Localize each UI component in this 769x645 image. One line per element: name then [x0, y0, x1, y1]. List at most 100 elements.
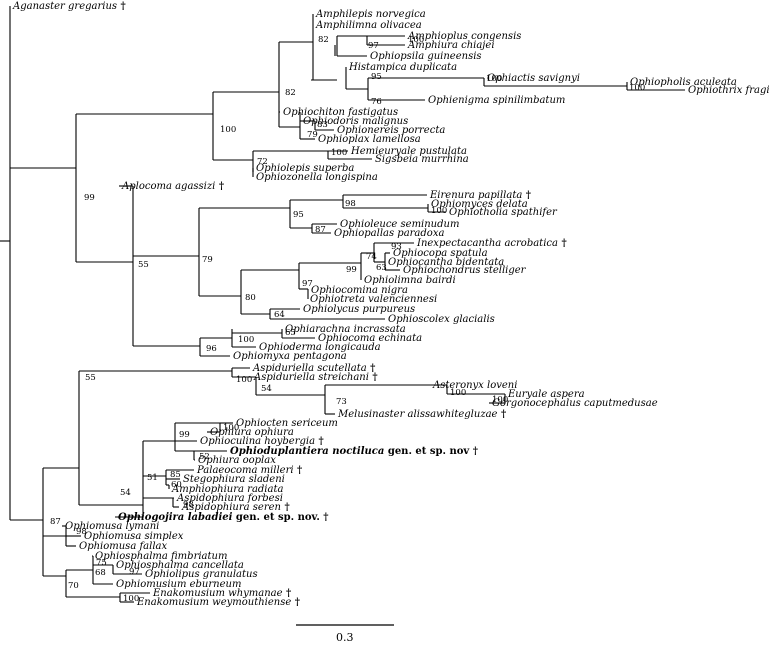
taxon-label-ophiodoris: Ophiodoris malignus: [303, 116, 408, 127]
taxon-label-ophienigma: Ophienigma spinilimbatum: [428, 95, 565, 106]
taxon-name: Histampica duplicata: [348, 62, 457, 73]
extinct-dagger-icon: †: [469, 446, 478, 457]
taxon-name: Ophiochondrus stelliger: [403, 265, 527, 276]
taxon-label-ophiotreta: Ophiotreta valenciennesi: [310, 294, 437, 305]
support-value: 100: [223, 423, 239, 433]
taxon-label-palaeocoma: Palaeocoma milleri †: [196, 465, 302, 476]
taxon-label-ophiolimna: Ophiolimna bairdi: [364, 275, 456, 286]
taxon-name: Ophiotreta valenciennesi: [310, 294, 437, 305]
taxon-label-ophiopsila: Ophiopsila guineensis: [370, 51, 482, 62]
taxon-label-eirenura: Eirenura papillata †: [429, 190, 531, 201]
taxon-label-euryale: Euryale aspera: [507, 389, 585, 400]
support-value: 100: [431, 206, 447, 216]
support-value: 97: [302, 279, 313, 289]
support-value: 55: [85, 373, 96, 383]
taxon-name: Ophiodoris malignus: [303, 116, 408, 127]
taxon-name: Ophioderma longicauda: [259, 342, 381, 353]
support-value: 98: [183, 500, 194, 510]
taxon-label-ophiopholis: Ophiopholis aculeata: [630, 77, 737, 88]
taxon-name: Eirenura papillata: [429, 190, 522, 201]
support-value: 79: [307, 130, 318, 140]
taxon-label-ophiocoma: Ophiocoma echinata: [318, 333, 422, 344]
taxon-label-ophiolycus: Ophiolycus purpureus: [303, 304, 415, 315]
taxon-name: Ophiocoma echinata: [318, 333, 422, 344]
taxon-label-aganaster: Aganaster gregarius †: [12, 1, 126, 12]
taxon-label-ophiogojira: Ophiogojira labadiei gen. et sp. nov. †: [118, 512, 329, 523]
taxon-name: Ophionereis porrecta: [337, 125, 445, 136]
support-value: 99: [84, 193, 95, 203]
taxon-name: Ophiomusa fallax: [79, 541, 167, 552]
support-value: 70: [68, 581, 79, 591]
taxon-label-ophioduplantiera: Ophioduplantiera noctiluca gen. et sp. n…: [230, 446, 478, 457]
support-value: 82: [285, 88, 296, 98]
taxon-label-inexpectacantha: Inexpectacantha acrobatica †: [416, 238, 567, 249]
taxon-name: Ophiopallas paradoxa: [334, 228, 444, 239]
taxon-label-ophiomyces: Ophiomyces delata: [431, 199, 528, 210]
taxon-label-ophiotholia: Ophiotholia spathifer: [449, 207, 558, 218]
taxon-label-ophiochondrus: Ophiochondrus stelliger: [403, 265, 527, 276]
support-value: 97: [368, 41, 379, 51]
support-value: 72: [257, 157, 268, 167]
extinct-dagger-icon: †: [281, 502, 290, 513]
support-value: 54: [261, 384, 272, 394]
support-value: 54: [120, 488, 131, 498]
taxon-name: Stegophiura sladeni: [183, 474, 285, 485]
support-value: 100: [220, 125, 236, 135]
support-value: 100: [236, 375, 252, 385]
taxon-name: Ophioduplantiera noctiluca: [230, 446, 384, 457]
taxon-name: Ophiomusa simplex: [84, 531, 184, 542]
support-value: 100: [629, 83, 645, 93]
taxon-label-amphiura_chiajei: Amphiura chiajei: [407, 40, 495, 51]
taxon-label-ophiarachna: Ophiarachna incrassata: [285, 324, 406, 335]
taxon-label-ophioleuce: Ophioleuce seminudum: [340, 219, 459, 230]
support-value: 64: [274, 310, 285, 320]
taxon-name: Ophiolycus purpureus: [303, 304, 415, 315]
taxon-name: Enakomusium whymanae: [152, 588, 283, 599]
support-value: 100: [238, 335, 254, 345]
taxon-name: Amphiura chiajei: [407, 40, 495, 51]
support-value: 52: [199, 452, 210, 462]
taxon-label-sigsbeia: Sigsbeia murrhina: [375, 154, 469, 165]
support-value: 63: [376, 263, 387, 273]
taxon-label-ophiopallas: Ophiopallas paradoxa: [334, 228, 444, 239]
taxon-label-ophiura_oo: Ophiura ooplax: [198, 455, 276, 466]
extinct-dagger-icon: †: [522, 190, 531, 201]
taxon-label-enakomusium_we: Enakomusium weymouthiense †: [136, 597, 300, 608]
support-value: 83: [317, 120, 328, 130]
taxon-label-ophiactis: Ophiactis savignyi: [487, 73, 580, 84]
taxon-name: Ophiomusium eburneum: [116, 579, 241, 590]
support-value: 100: [450, 388, 466, 398]
scale-bar: 0.3: [296, 624, 394, 644]
taxon-label-enakomusium_wh: Enakomusium whymanae †: [152, 588, 291, 599]
taxon-label-ophiomusa_l: Ophiomusa lymani: [65, 521, 159, 532]
taxon-label-ophiomusa_f: Ophiomusa fallax: [79, 541, 167, 552]
support-value: 85: [170, 470, 181, 480]
support-value: 100: [331, 148, 347, 158]
taxon-label-ophioplax: Ophioplax lamellosa: [318, 134, 421, 145]
taxon-name: Sigsbeia murrhina: [375, 154, 469, 165]
extinct-dagger-icon: †: [291, 597, 300, 608]
taxon-name: Amphilimna olivacea: [315, 20, 422, 31]
taxon-label-ophiomyxa: Ophiomyxa pentagona: [233, 351, 347, 362]
support-value: 73: [336, 397, 347, 407]
taxon-label-aspiduriella_s: Aspiduriella scutellata †: [252, 363, 375, 374]
taxon-label-histampica: Histampica duplicata: [348, 62, 457, 73]
extinct-dagger-icon: †: [558, 238, 567, 249]
taxon-label-asteronyx: Asteronyx loveni: [432, 380, 517, 391]
support-value: 68: [95, 568, 106, 578]
taxon-name: Ophiozonella longispina: [256, 172, 378, 183]
taxon-name: Asteronyx loveni: [432, 380, 517, 391]
support-value: 75: [96, 558, 107, 568]
taxon-name: Ophiosphalma cancellata: [116, 560, 244, 571]
taxon-name: Inexpectacantha acrobatica: [416, 238, 558, 249]
taxon-name: Amphioplus congensis: [407, 31, 521, 42]
support-value: 74: [366, 252, 377, 262]
support-value: 98: [76, 527, 87, 537]
taxon-label-ophiosphalma_c: Ophiosphalma cancellata: [116, 560, 244, 571]
taxon-name: Ophiocomina nigra: [311, 285, 408, 296]
support-value: 87: [50, 517, 61, 527]
support-value: 79: [202, 255, 213, 265]
taxon-name: Ophioleuce seminudum: [340, 219, 459, 230]
taxon-name: Ophiura ooplax: [198, 455, 276, 466]
support-value: 76: [371, 97, 382, 107]
